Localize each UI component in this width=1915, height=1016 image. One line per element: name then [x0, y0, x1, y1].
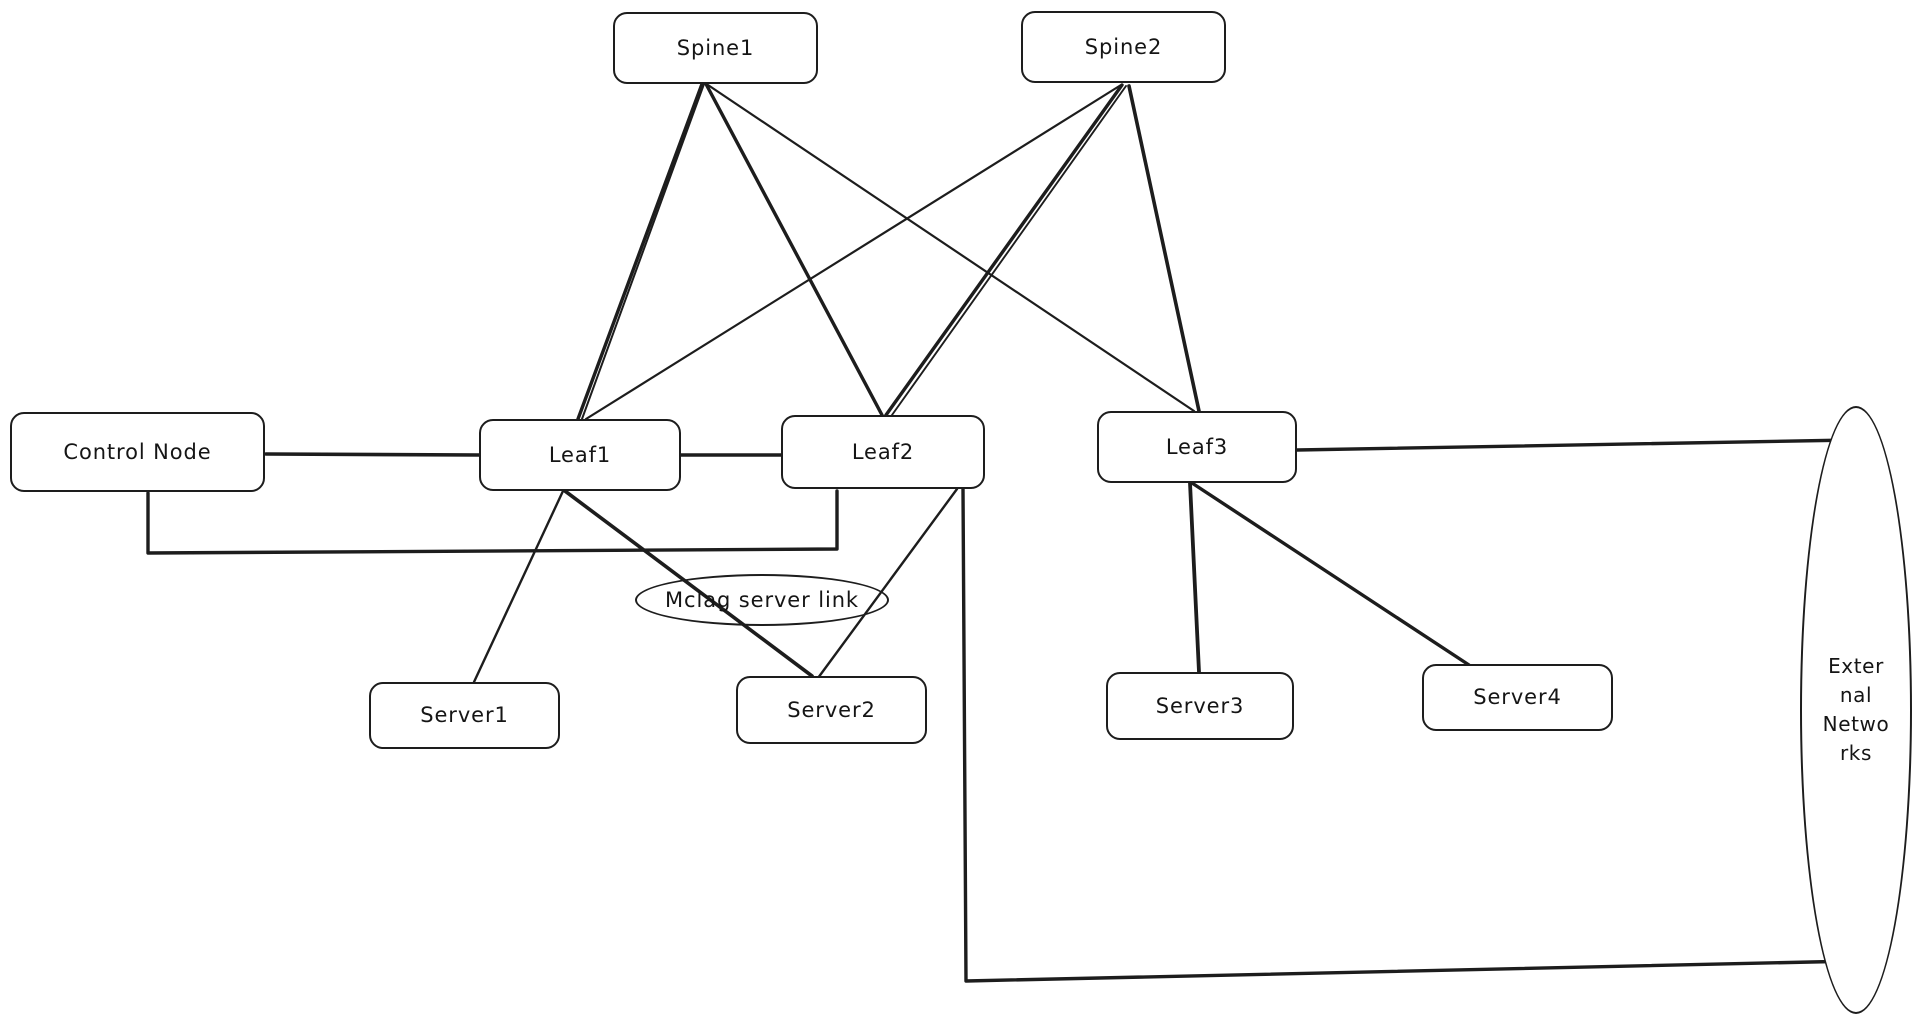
node-server1[interactable]: Server1 — [369, 682, 560, 749]
edge-leaf3-external — [1295, 438, 1854, 452]
node-spine1[interactable]: Spine1 — [613, 12, 818, 84]
edge-spine1-leaf3 — [706, 83, 1196, 413]
edge-leaf2-server1 — [472, 489, 565, 684]
node-external-networks-label: Exter nal Netwo rks — [1822, 654, 1890, 765]
edge-spine1-leaf1-b — [576, 82, 704, 421]
node-leaf1[interactable]: Leaf1 — [479, 419, 681, 491]
node-spine1-label: Spine1 — [676, 35, 755, 60]
node-server1-label: Server1 — [420, 703, 509, 728]
edge-leaf3-server4 — [1190, 481, 1471, 667]
edge-control-leaf2 — [146, 489, 839, 555]
node-control-node[interactable]: Control Node — [10, 412, 265, 492]
node-server4-label: Server4 — [1473, 685, 1562, 710]
edge-spine1-leaf1 — [581, 83, 705, 420]
node-leaf3[interactable]: Leaf3 — [1097, 411, 1297, 483]
node-server4[interactable]: Server4 — [1422, 664, 1613, 731]
edge-spine2-leaf2 — [884, 83, 1124, 417]
edge-spine2-leaf2-b — [891, 85, 1127, 416]
node-server3-label: Server3 — [1155, 693, 1245, 718]
node-leaf2-label: Leaf2 — [851, 439, 915, 464]
edge-spine2-leaf1 — [584, 83, 1123, 421]
node-control-node-label: Control Node — [63, 439, 212, 464]
node-external-networks[interactable]: Exter nal Netwo rks — [1800, 406, 1912, 1014]
edge-leaf2-external — [961, 487, 1858, 983]
node-server3[interactable]: Server3 — [1106, 672, 1294, 740]
node-server2[interactable]: Server2 — [736, 676, 927, 744]
edge-control-leaf1 — [264, 452, 481, 457]
node-spine2[interactable]: Spine2 — [1021, 11, 1226, 83]
node-leaf1-label: Leaf1 — [548, 442, 612, 467]
node-mclag-server-link[interactable]: Mclag server link — [635, 574, 889, 626]
node-leaf3-label: Leaf3 — [1165, 434, 1229, 459]
node-spine2-label: Spine2 — [1084, 34, 1163, 59]
node-mclag-server-link-label: Mclag server link — [665, 587, 859, 612]
edge-spine2-leaf3 — [1127, 84, 1201, 413]
edge-spine1-leaf2 — [704, 82, 884, 417]
node-server2-label: Server2 — [787, 697, 876, 722]
edge-leaf3-server3 — [1188, 481, 1201, 674]
node-leaf2[interactable]: Leaf2 — [781, 415, 985, 489]
